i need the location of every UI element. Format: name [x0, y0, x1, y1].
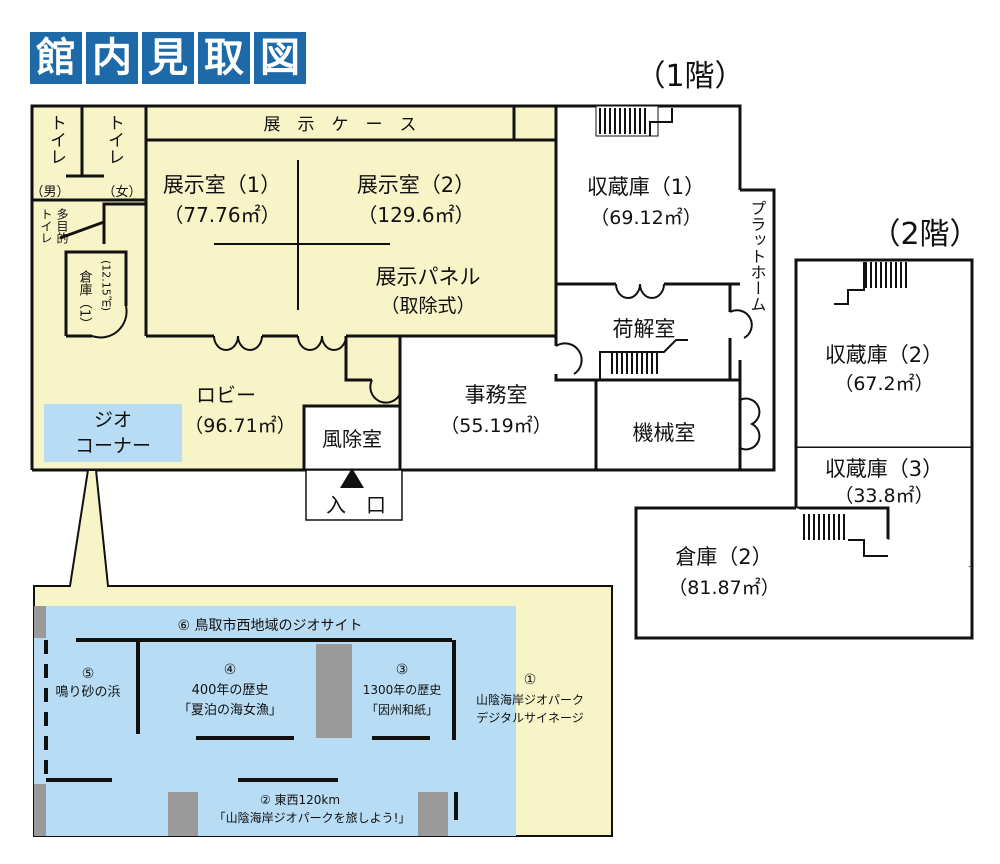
- geo-corner-label-b: コーナー: [75, 435, 151, 457]
- geo-item-4-num: ④: [224, 662, 237, 678]
- exhibit1-area: （77.76㎡）: [163, 203, 280, 227]
- floor2-label: （2階）: [870, 217, 979, 252]
- title-box-3: [142, 32, 194, 84]
- geo-item-2-label-b: 「山陰海岸ジオパークを旅しよう!」: [214, 810, 411, 825]
- gray-blocks: [34, 606, 448, 836]
- stack2-area: （67.2㎡）: [834, 372, 933, 395]
- title-box-4: [198, 32, 250, 84]
- floor1-label: （1階）: [635, 59, 744, 94]
- entrance-arrow-icon: [340, 468, 364, 488]
- office-name: 事務室: [465, 383, 528, 407]
- geo-item-3-label-b: 「因州和紙」: [366, 702, 438, 717]
- geo-item-5-num: ⑤: [82, 666, 95, 682]
- title-char-1: 館: [36, 35, 76, 81]
- geo-corner-label-a: ジオ: [94, 409, 132, 431]
- geo-corner-box: [44, 404, 182, 462]
- multi-toilet-label-a: トイレ: [39, 208, 53, 244]
- geo-item-6: ⑥ 鳥取市西地域のジオサイト: [177, 617, 362, 634]
- storage2-area: （81.87㎡）: [668, 576, 779, 599]
- geo-detail-walls: [46, 638, 458, 820]
- geo-item-4-label-b: 「夏泊の海女漁」: [178, 702, 282, 718]
- title-box-1: [30, 32, 82, 84]
- machine-room-label: 機械室: [633, 421, 696, 445]
- unpacking-label: 荷解室: [613, 317, 676, 341]
- stack1-name: 収蔵庫（1）: [587, 175, 705, 199]
- geo-item-1-num: ①: [524, 672, 537, 688]
- exhibit-partition: [214, 160, 390, 310]
- platform-label: プラットホーム: [748, 200, 767, 312]
- toilet-men-label: トイレ: [46, 114, 66, 165]
- stairs-unpacking: [599, 339, 688, 380]
- title-char-2: 内: [92, 35, 132, 81]
- title-char-4: 取: [204, 35, 244, 81]
- page-title: 館 内 見 取 図: [30, 32, 306, 84]
- exhibit1-name: 展示室（1）: [163, 173, 281, 197]
- title-char-3: 見: [148, 35, 188, 81]
- toilet-women-label: トイレ: [104, 114, 124, 165]
- geo-item-1-label-b: デジタルサイネージ: [476, 710, 584, 725]
- storage1-area: (12.15㎡): [100, 260, 113, 311]
- title-box-2: [86, 32, 138, 84]
- exhibit2-name: 展示室（2）: [357, 173, 475, 197]
- entrance-label: 入 口: [326, 493, 386, 517]
- stairs-floor1: [595, 105, 673, 137]
- title-box-5: [254, 32, 306, 84]
- panel-note: （取除式）: [380, 295, 475, 317]
- title-char-5: 図: [260, 35, 300, 81]
- windbreak-label: 風除室: [322, 427, 382, 451]
- storage1-name: 倉庫（1）: [77, 270, 93, 330]
- display-case-label: 展 示 ケ ー ス: [264, 115, 417, 135]
- geo-item-2-label-a: ② 東西120km: [260, 793, 340, 807]
- toilet-women-tag: （女）: [102, 184, 141, 200]
- geo-item-3-num: ③: [396, 662, 409, 678]
- geo-item-3-label-a: 1300年の歴史: [363, 683, 442, 697]
- geo-item-4-label-a: 400年の歴史: [192, 683, 269, 698]
- stack3-name: 収蔵庫（3）: [825, 457, 943, 481]
- lobby-name: ロビー: [196, 383, 256, 407]
- storage2-name: 倉庫（2）: [675, 545, 772, 569]
- multi-toilet-label-b: 多目的: [55, 208, 69, 244]
- stack1-area: （69.12㎡）: [590, 206, 701, 229]
- exhibit-lobby-area: [32, 106, 556, 470]
- stack3-area: （33.8㎡）: [834, 484, 933, 507]
- geo-item-1-label-a: 山陰海岸ジオパーク: [476, 692, 584, 707]
- lobby-area: （96.71㎡）: [184, 414, 295, 437]
- office-area: （55.19㎡）: [440, 414, 551, 437]
- panel-name: 展示パネル: [376, 265, 481, 289]
- geo-item-5-label: 鳴り砂の浜: [55, 685, 120, 700]
- stack2-name: 収蔵庫（2）: [825, 343, 943, 367]
- exhibit2-area: （129.6㎡）: [357, 203, 474, 227]
- stairs-floor2: [803, 262, 907, 557]
- floor2-walls: [634, 258, 974, 640]
- toilet-men-tag: （男）: [30, 185, 69, 200]
